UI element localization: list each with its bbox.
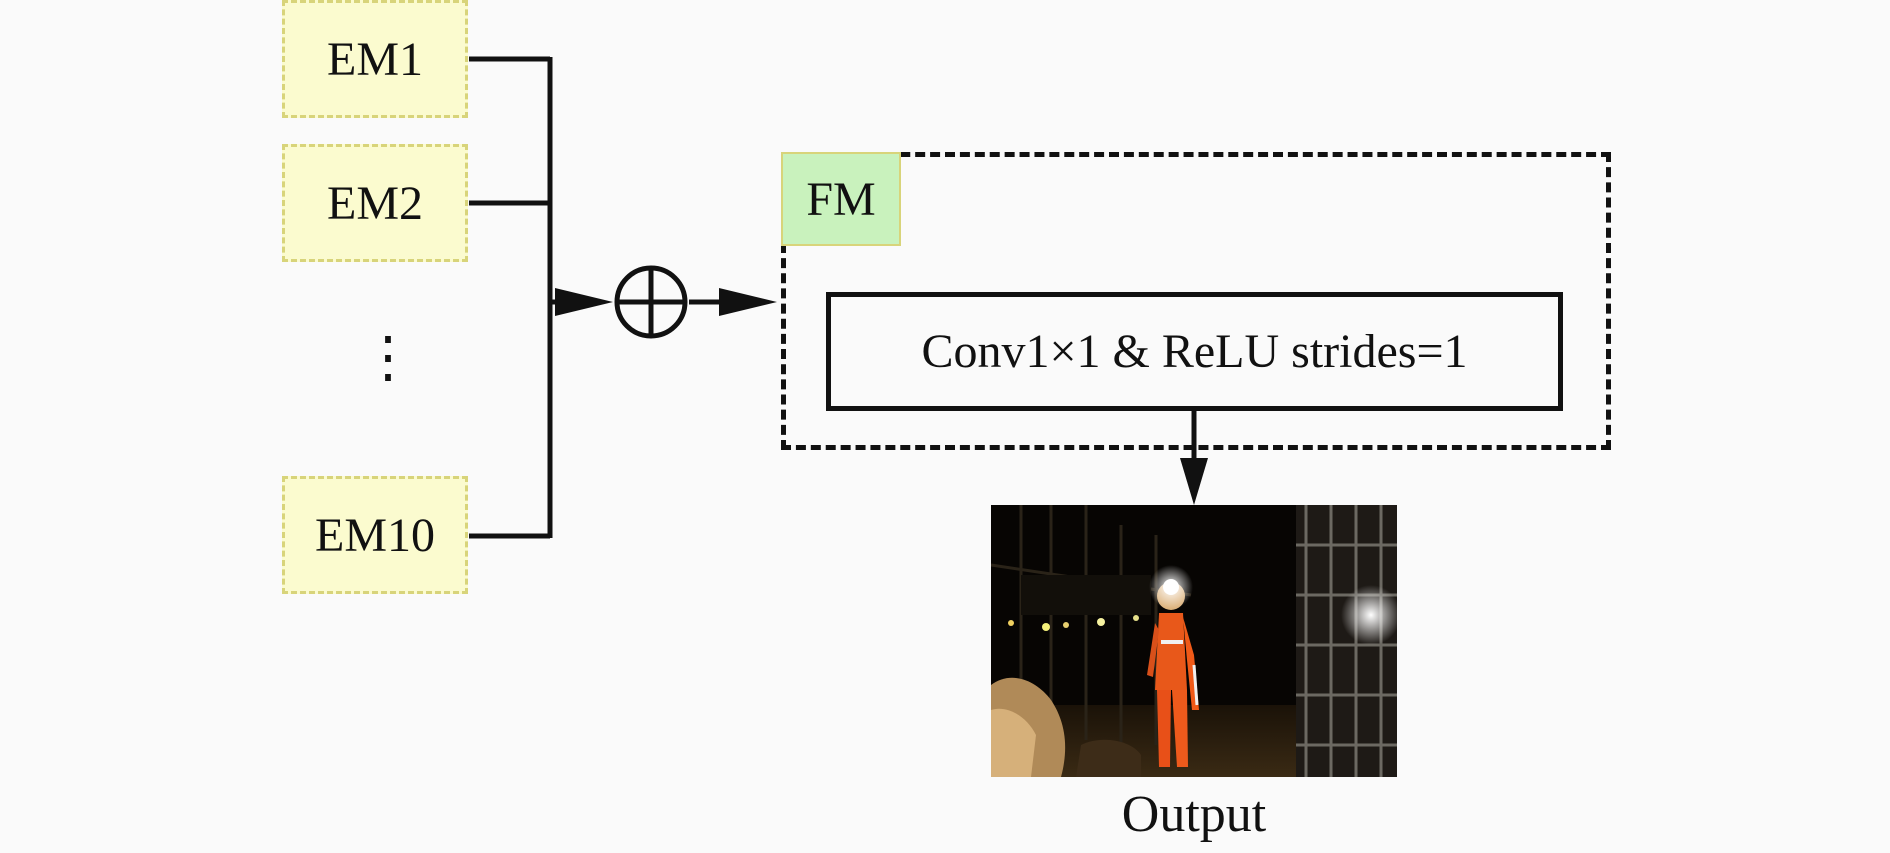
sum-node-icon [614, 265, 688, 339]
em10-box: EM10 [282, 476, 468, 594]
em1-box: EM1 [282, 0, 468, 118]
output-photo [991, 505, 1397, 777]
arrow-to-sum-icon [555, 288, 613, 316]
arrow-to-fm-icon [719, 288, 777, 316]
fm-frame [781, 152, 1611, 450]
conv-relu-box: Conv1×1 & ReLU strides=1 [826, 292, 1563, 411]
ellipsis-marker: ⋮ [360, 327, 416, 389]
arrow-to-output-icon [1180, 458, 1208, 505]
conv-relu-label: Conv1×1 & ReLU strides=1 [921, 325, 1468, 378]
output-photo-scene [991, 505, 1397, 777]
em2-box: EM2 [282, 144, 468, 262]
em10-label: EM10 [315, 508, 435, 562]
em1-label: EM1 [327, 32, 423, 86]
worker-figure [1147, 565, 1199, 767]
fm-badge: FM [781, 152, 901, 246]
em2-label: EM2 [327, 176, 423, 230]
fm-label: FM [806, 172, 876, 226]
output-label: Output [1121, 786, 1267, 843]
